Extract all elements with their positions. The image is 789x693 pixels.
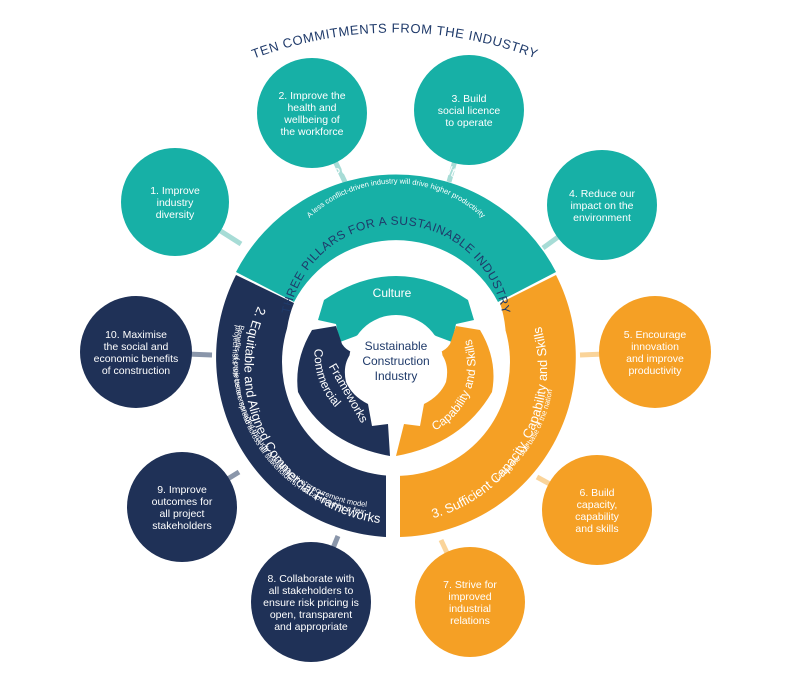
- inner-culture-label: Culture: [373, 286, 412, 300]
- culture-ring-segment: [236, 174, 556, 302]
- commitment-5-line-4: productivity: [628, 365, 682, 377]
- commitment-3-line-3: to operate: [445, 117, 492, 129]
- commitment-9-line-1: 9. Improve: [157, 484, 207, 496]
- commitment-4-line-3: environment: [573, 212, 631, 224]
- commitment-4-line-1: 4. Reduce our: [569, 188, 635, 200]
- center-line-1: Sustainable: [365, 339, 428, 353]
- commitment-7-line-4: relations: [450, 615, 490, 627]
- commitment-8-line-5: and appropriate: [274, 621, 348, 633]
- commitment-circle-6: [542, 455, 652, 565]
- commitment-6-line-3: capability: [575, 511, 620, 523]
- center-line-3: Industry: [375, 369, 418, 383]
- commitment-circle-1: [121, 148, 229, 256]
- commitment-5-line-2: innovation: [631, 341, 679, 353]
- commitment-6-line-4: and skills: [575, 523, 618, 535]
- commitment-9-line-3: all project: [160, 508, 205, 520]
- commitment-6-line-1: 6. Build: [579, 487, 614, 499]
- center-circle: [349, 315, 443, 409]
- commitment-circle-2: [257, 58, 367, 168]
- commitment-10-line-2: the social and: [104, 341, 169, 353]
- commitment-circle-4: [547, 150, 657, 260]
- diagram-title: TEN COMMITMENTS FROM THE INDUSTRY: [250, 20, 541, 61]
- commitment-1-line-2: industry: [157, 197, 195, 209]
- commitment-circle-10: [80, 296, 192, 408]
- commitment-1-line-1: 1. Improve: [150, 185, 200, 197]
- commitment-5-line-1: 5. Encourage: [624, 329, 687, 341]
- center-line-2: Construction: [362, 354, 429, 368]
- commitment-8-line-1: 8. Collaborate with: [268, 573, 355, 585]
- commitment-7-line-2: improved: [448, 591, 491, 603]
- inner-commercial-segment: [297, 326, 390, 456]
- commitment-circle-9: [127, 452, 237, 562]
- commitment-4-line-2: impact on the: [570, 200, 633, 212]
- commitment-10-line-1: 10. Maximise: [105, 329, 167, 341]
- commitment-7-line-3: industrial: [449, 603, 491, 615]
- commitment-3-line-2: social licence: [438, 105, 501, 117]
- commitment-8-line-2: all stakeholders to: [269, 585, 354, 597]
- commitment-10-line-4: of construction: [102, 365, 170, 377]
- commitment-2-line-1: 2. Improve the: [278, 90, 345, 102]
- commitment-7-line-1: 7. Strive for: [443, 579, 497, 591]
- inner-capacity-segment: [396, 326, 494, 456]
- commitment-6-line-2: capacity,: [577, 499, 618, 511]
- commitment-circle-5: [599, 296, 711, 408]
- commitment-3-line-1: 3. Build: [451, 93, 486, 105]
- commitment-2-line-3: wellbeing of: [283, 114, 340, 126]
- inner-culture-segment: [318, 276, 474, 342]
- commitment-1-line-3: diversity: [156, 209, 195, 221]
- commitment-2-line-4: the workforce: [280, 126, 343, 138]
- commitment-9-line-4: stakeholders: [152, 520, 212, 532]
- commitment-circle-3: [414, 55, 524, 165]
- commitment-8-line-4: open, transparent: [270, 609, 352, 621]
- commitment-2-line-2: health and: [287, 102, 336, 114]
- commitment-8-line-3: ensure risk pricing is: [263, 597, 359, 609]
- commitment-9-line-2: outcomes for: [152, 496, 213, 508]
- commitment-5-line-3: and improve: [626, 353, 684, 365]
- commitment-circle-7: [415, 547, 525, 657]
- commitment-circle-8: [251, 542, 371, 662]
- commitment-10-line-3: economic benefits: [94, 353, 179, 365]
